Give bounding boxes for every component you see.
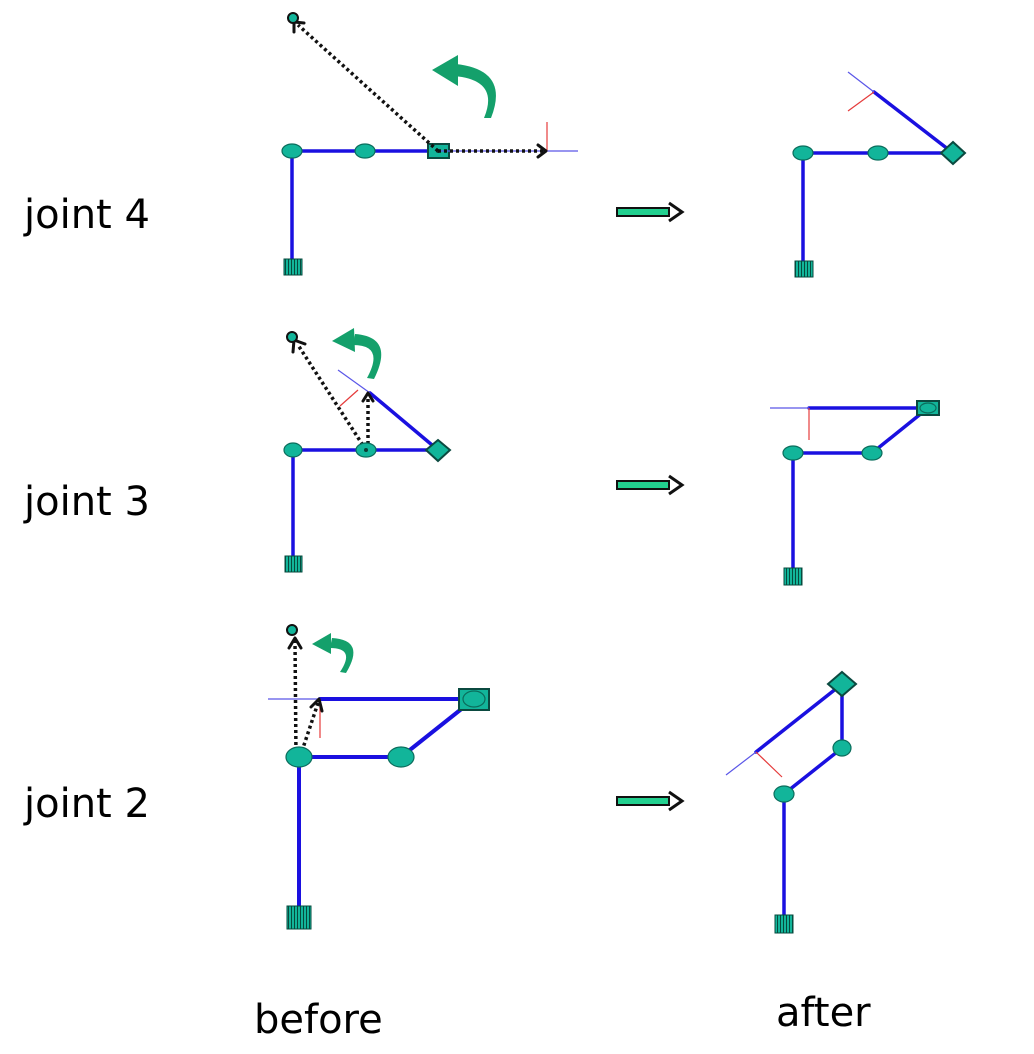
row1-after-arm — [792, 71, 967, 278]
ray-to-target — [296, 23, 440, 153]
base-icon — [774, 914, 794, 934]
frame-y-axis — [755, 751, 783, 778]
frame-x-axis — [337, 369, 371, 394]
frame-x-axis — [725, 751, 757, 776]
target-point-icon — [287, 12, 299, 24]
joint-3 — [832, 739, 852, 757]
link-rotated-3 — [754, 682, 844, 754]
right-arrow-icon — [616, 201, 685, 223]
ray-to-target — [296, 344, 368, 451]
column-label-after: after — [776, 990, 871, 1036]
ray-to-effector-head — [309, 697, 324, 713]
joint-4-end-effector — [939, 140, 967, 166]
effector-inner — [462, 690, 486, 708]
row2-before-arm — [283, 328, 452, 573]
frame-y-axis — [847, 91, 875, 112]
joint-1 — [283, 442, 303, 458]
effector-inner — [919, 402, 937, 414]
row-label-joint-4: joint 4 — [24, 192, 150, 238]
row2-after-arm — [770, 400, 940, 586]
joint-3 — [861, 445, 883, 461]
joint-1 — [281, 143, 303, 159]
joint-1 — [792, 145, 814, 161]
base-icon — [794, 260, 814, 278]
curved-rotation-arrow-icon — [332, 328, 382, 379]
column-label-before: before — [254, 997, 383, 1043]
row-label-joint-2: joint 2 — [24, 781, 150, 827]
base-icon — [286, 905, 312, 930]
row1-before-arm — [281, 12, 578, 276]
joint-3-center-dot — [364, 448, 368, 452]
curved-rotation-arrow-icon — [432, 55, 496, 118]
base-icon — [283, 258, 303, 276]
right-arrow-icon — [616, 790, 685, 812]
link-rotated-1 — [782, 746, 844, 796]
link-rotated — [368, 391, 440, 452]
ray-to-target-head — [287, 636, 303, 650]
row3-after-arm — [725, 670, 858, 934]
joint-2 — [354, 143, 376, 159]
joint-2 — [867, 145, 889, 161]
joint-2 — [285, 746, 313, 768]
row3-before-arm — [268, 624, 490, 930]
joint-3 — [387, 746, 415, 768]
ray-to-target — [293, 639, 298, 758]
joint-4-end-effector — [826, 670, 858, 698]
ray-to-effector-head — [361, 391, 375, 403]
base-icon — [783, 567, 803, 586]
frame-x-axis — [847, 71, 875, 93]
row-label-joint-3: joint 3 — [24, 479, 150, 525]
target-point-icon — [286, 624, 298, 636]
base-icon — [284, 555, 303, 573]
ray-to-effector-head — [536, 143, 548, 159]
curved-rotation-arrow-icon — [312, 633, 354, 673]
joint-2 — [773, 785, 795, 803]
joint-1 — [782, 445, 804, 461]
target-point-icon — [286, 331, 298, 343]
link-rotated — [872, 90, 955, 155]
joint-4-end-effector — [424, 438, 452, 463]
frame-y-axis — [339, 389, 359, 407]
right-arrow-icon — [616, 474, 685, 496]
